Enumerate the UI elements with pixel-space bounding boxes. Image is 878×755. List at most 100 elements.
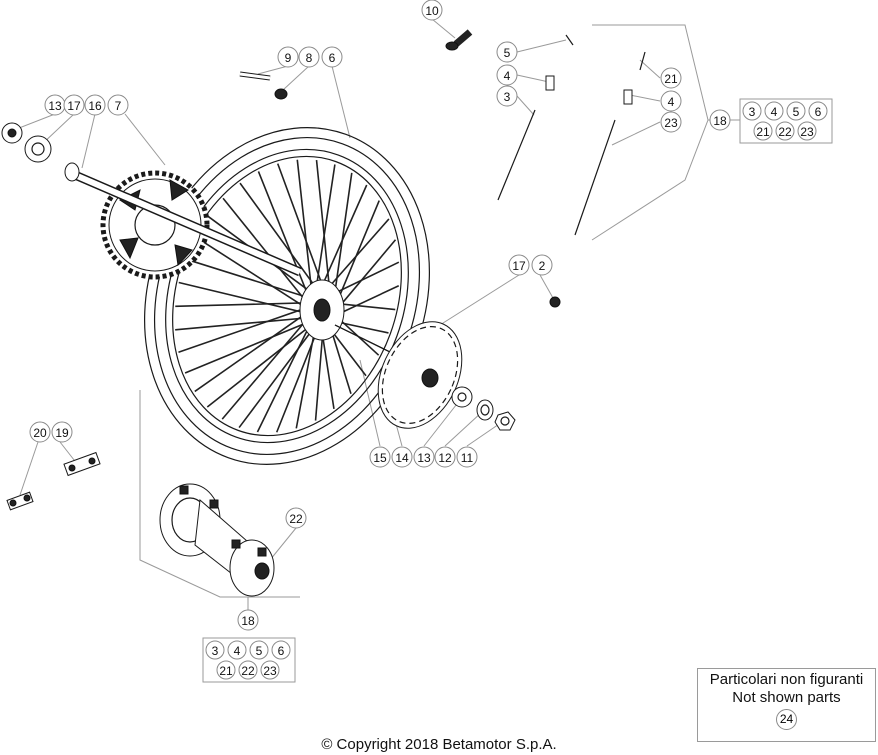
svg-text:10: 10 — [425, 4, 439, 18]
kit-right-row2-item: 23 — [797, 121, 817, 141]
svg-text:22: 22 — [289, 512, 303, 526]
svg-text:5: 5 — [504, 46, 511, 60]
svg-text:21: 21 — [219, 664, 233, 678]
sprocket-bolt-and-nut — [239, 71, 288, 100]
svg-text:12: 12 — [438, 451, 452, 465]
callout-c14: 14 — [391, 446, 413, 468]
svg-text:9: 9 — [285, 51, 292, 65]
svg-text:23: 23 — [263, 664, 277, 678]
copyright-text: © Copyright 2018 Betamotor S.p.A. — [321, 736, 557, 753]
svg-text:3: 3 — [212, 644, 219, 658]
kit-bottom-row1-item: 3 — [205, 640, 225, 660]
note-english: Not shown parts — [732, 689, 841, 706]
spoke — [178, 305, 311, 354]
callout-c18b: 18 — [237, 609, 259, 631]
svg-text:14: 14 — [395, 451, 409, 465]
svg-text:16: 16 — [88, 99, 102, 113]
svg-text:6: 6 — [815, 105, 822, 119]
svg-text:6: 6 — [329, 51, 336, 65]
spoke — [276, 163, 329, 300]
kit-bottom-row2-item: 21 — [216, 660, 236, 680]
spoke-parts-set — [497, 34, 646, 236]
svg-text:8: 8 — [306, 51, 313, 65]
svg-text:4: 4 — [771, 105, 778, 119]
callout-c21: 21 — [660, 67, 682, 89]
svg-text:13: 13 — [417, 451, 431, 465]
kit-right-row1-item: 3 — [742, 101, 762, 121]
callout-c13b: 13 — [413, 446, 435, 468]
spoke — [221, 314, 312, 420]
callout-c8: 8 — [298, 46, 320, 68]
kit-right-row2-item: 22 — [775, 121, 795, 141]
callout-c19: 19 — [51, 421, 73, 443]
callout-c13a: 13 — [44, 94, 66, 116]
kit-bottom-row1-item: 5 — [249, 640, 269, 660]
kit-bottom-row2-item: 22 — [238, 660, 258, 680]
callout-c4b: 4 — [660, 90, 682, 112]
svg-text:23: 23 — [664, 116, 678, 130]
callout-c5: 5 — [496, 41, 518, 63]
callout-c22: 22 — [285, 507, 307, 529]
svg-text:17: 17 — [512, 259, 526, 273]
svg-text:5: 5 — [793, 105, 800, 119]
svg-text:11: 11 — [461, 451, 474, 465]
kit-bottom-row1-item: 6 — [271, 640, 291, 660]
spoke — [295, 320, 318, 429]
svg-text:21: 21 — [664, 72, 678, 86]
callout-c6: 6 — [321, 46, 343, 68]
callout-c17b: 17 — [508, 254, 530, 276]
svg-text:22: 22 — [241, 664, 255, 678]
callout-c10: 10 — [421, 0, 443, 21]
svg-text:23: 23 — [800, 125, 814, 139]
svg-text:4: 4 — [668, 95, 675, 109]
kit-right-row1-item: 4 — [764, 101, 784, 121]
spoke — [315, 159, 332, 302]
svg-text:3: 3 — [504, 90, 511, 104]
spoke — [175, 301, 313, 308]
callout-c18a: 18 — [709, 109, 731, 131]
rear-hub-assembly — [159, 483, 275, 597]
callout-c23: 23 — [660, 111, 682, 133]
kit-box-bottom: 3 4 5 6 21 22 23 — [202, 637, 296, 683]
kit-right-row1-item: 5 — [786, 101, 806, 121]
disc-bolt — [549, 296, 561, 308]
spoke — [332, 239, 397, 315]
callout-c7: 7 — [107, 94, 129, 116]
kit-right-row1-item: 6 — [808, 101, 828, 121]
kit-bottom-row2-item: 23 — [260, 660, 280, 680]
svg-text:18: 18 — [241, 614, 255, 628]
brake-disc — [377, 321, 463, 429]
svg-text:5: 5 — [256, 644, 263, 658]
callout-c20: 20 — [29, 421, 51, 443]
callout-c3: 3 — [496, 85, 518, 107]
leader-lines — [13, 18, 740, 610]
svg-text:19: 19 — [55, 426, 69, 440]
svg-text:4: 4 — [504, 69, 511, 83]
chain-links — [6, 451, 101, 511]
svg-text:6: 6 — [278, 644, 285, 658]
svg-text:18: 18 — [713, 114, 727, 128]
svg-text:17: 17 — [67, 99, 81, 113]
note-callout: 24 — [776, 709, 797, 730]
svg-text:22: 22 — [778, 125, 792, 139]
svg-text:4: 4 — [234, 644, 241, 658]
note-italian: Particolari non figuranti — [709, 671, 864, 688]
not-shown-parts-box: Particolari non figuranti Not shown part… — [697, 668, 876, 742]
callout-c4a: 4 — [496, 64, 518, 86]
svg-text:7: 7 — [115, 99, 122, 113]
spoke — [256, 317, 314, 433]
svg-text:13: 13 — [48, 99, 62, 113]
svg-text:15: 15 — [373, 451, 387, 465]
callout-c17a: 17 — [63, 94, 85, 116]
svg-text:20: 20 — [33, 426, 47, 440]
tire-valve — [445, 29, 473, 51]
svg-text:21: 21 — [756, 125, 770, 139]
spoke — [194, 309, 311, 393]
callout-c2: 2 — [531, 254, 553, 276]
callout-c16: 16 — [84, 94, 106, 116]
left-spacer-and-bearing — [1, 122, 52, 163]
wheel-axle — [64, 162, 302, 277]
